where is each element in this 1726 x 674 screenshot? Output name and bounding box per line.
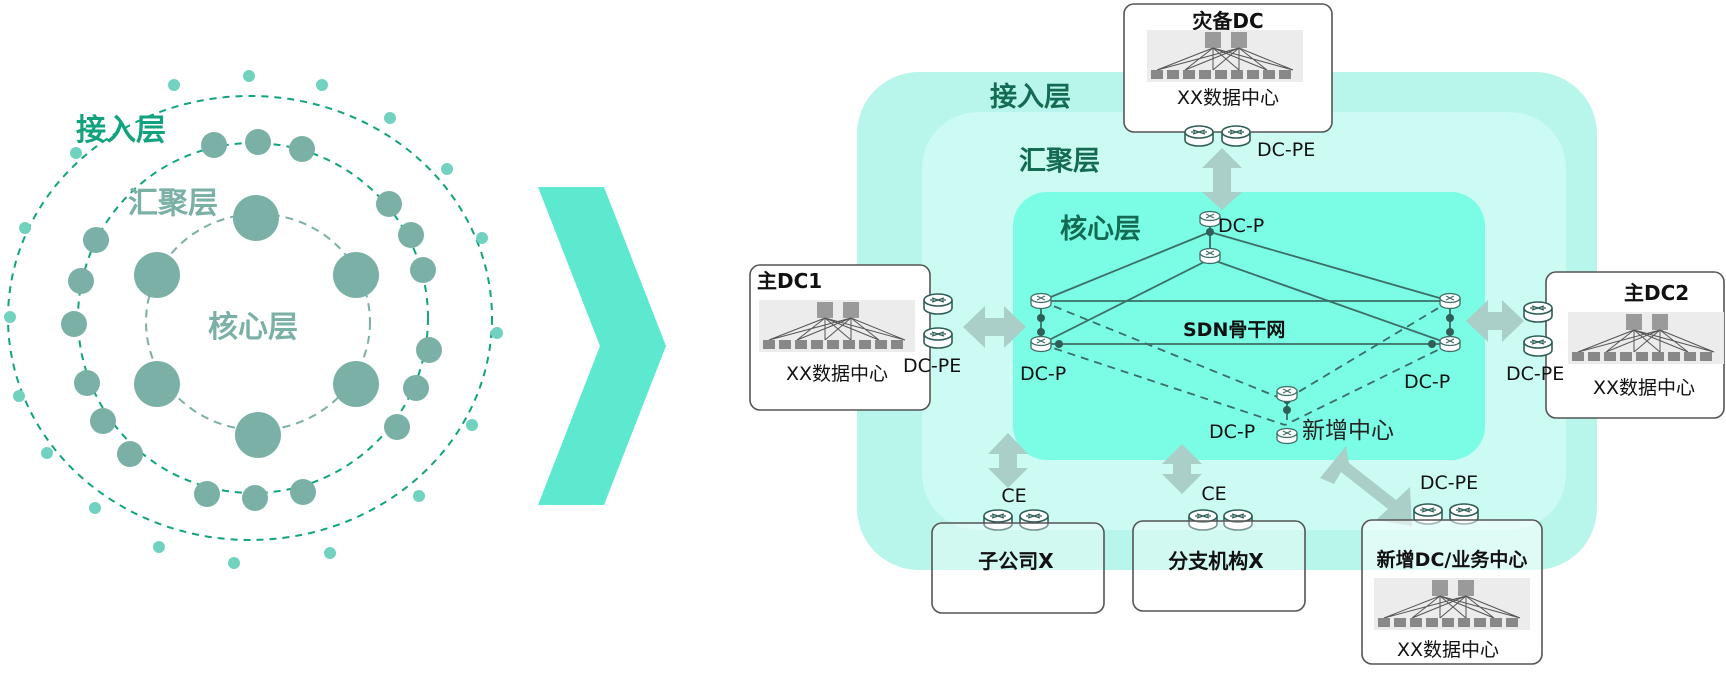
ce-label-branch: CE <box>1201 483 1226 505</box>
router-icon <box>1439 292 1461 310</box>
router-icon <box>1030 292 1052 310</box>
branch-box <box>1132 520 1306 612</box>
router-icon <box>923 293 953 315</box>
aggregation-layer-label: 汇聚层 <box>1019 146 1100 177</box>
connection-arrows <box>963 148 1524 526</box>
sdn-backbone-diagram: 接入层 汇聚层 核心层 <box>749 3 1725 665</box>
dc-pe-label-bottom: DC-PE <box>1420 472 1478 494</box>
router-icon <box>1276 427 1298 445</box>
disaster-dc-title: 灾备DC <box>1192 9 1263 33</box>
dc-p-label-left: DC-P <box>1020 363 1066 385</box>
sdn-backbone-label: SDN骨干网 <box>1183 319 1285 341</box>
router-icon <box>1030 335 1052 353</box>
new-dc-title: 新增DC/业务中心 <box>1377 548 1528 571</box>
core-nodes <box>134 195 379 458</box>
disaster-dc-box: 灾备DC XX数据中心 <box>1123 3 1333 133</box>
new-center-label: 新增中心 <box>1302 418 1394 444</box>
router-icon <box>1523 335 1553 357</box>
router-icon <box>1221 125 1251 147</box>
transition-chevron-icon <box>538 187 666 505</box>
datacenter-icon <box>1146 29 1304 83</box>
subsidiary-label: 子公司X <box>978 549 1054 573</box>
dc-p-label-top: DC-P <box>1218 215 1264 237</box>
core-layer-label: 核心层 <box>208 310 298 345</box>
router-icon <box>1184 125 1214 147</box>
double-arrow-icon <box>988 433 1028 488</box>
aggregation-nodes <box>61 129 442 511</box>
access-layer-label: 接入层 <box>990 82 1071 113</box>
double-arrow-icon <box>1466 300 1524 342</box>
datacenter-caption: XX数据中心 <box>1397 639 1499 661</box>
aggregation-layer-label: 汇聚层 <box>128 186 218 221</box>
main-dc1-box: 主DC1 XX数据中心 <box>749 264 931 411</box>
core-layer-label: 核心层 <box>1060 213 1141 245</box>
router-icon <box>923 327 953 349</box>
backbone-links <box>1040 221 1451 420</box>
datacenter-caption: XX数据中心 <box>1177 87 1279 109</box>
datacenter-icon <box>1567 311 1725 365</box>
access-layer-label: 接入层 <box>76 113 166 148</box>
datacenter-icon <box>1373 577 1531 631</box>
double-arrow-icon <box>963 306 1026 348</box>
dc-pe-label-right: DC-PE <box>1506 363 1564 385</box>
branch-label: 分支机构X <box>1168 549 1264 573</box>
ce-label-subsidiary: CE <box>1001 485 1026 507</box>
dc-pe-label-top: DC-PE <box>1257 139 1315 161</box>
router-icon <box>1523 301 1553 323</box>
double-arrow-icon <box>1202 148 1242 210</box>
router-icon <box>1276 385 1298 403</box>
core-layer-area <box>1013 192 1485 460</box>
dc-p-label-bottom: DC-P <box>1209 421 1255 443</box>
main-dc2-box: 主DC2 XX数据中心 <box>1545 271 1725 419</box>
main-dc2-title: 主DC2 <box>1624 281 1689 305</box>
router-icon <box>1439 335 1461 353</box>
router-icon <box>1199 210 1221 228</box>
main-dc1-title: 主DC1 <box>757 269 822 293</box>
access-nodes <box>4 70 503 569</box>
dc-p-label-right: DC-P <box>1404 371 1450 393</box>
router-icon <box>1199 247 1221 265</box>
backbone-dashed-links <box>1040 300 1451 426</box>
datacenter-icon <box>758 299 916 353</box>
datacenter-caption: XX数据中心 <box>1593 377 1695 399</box>
new-dc-box: 新增DC/业务中心 XX数据中心 <box>1361 519 1543 665</box>
diagonal-arrow-icon <box>1320 446 1412 526</box>
dc-pe-label-left: DC-PE <box>903 355 961 377</box>
double-arrow-icon <box>1162 444 1202 494</box>
layer-rings-diagram: 接入层 汇聚层 核心层 <box>4 70 503 569</box>
datacenter-caption: XX数据中心 <box>786 363 888 385</box>
subsidiary-box <box>931 522 1105 614</box>
